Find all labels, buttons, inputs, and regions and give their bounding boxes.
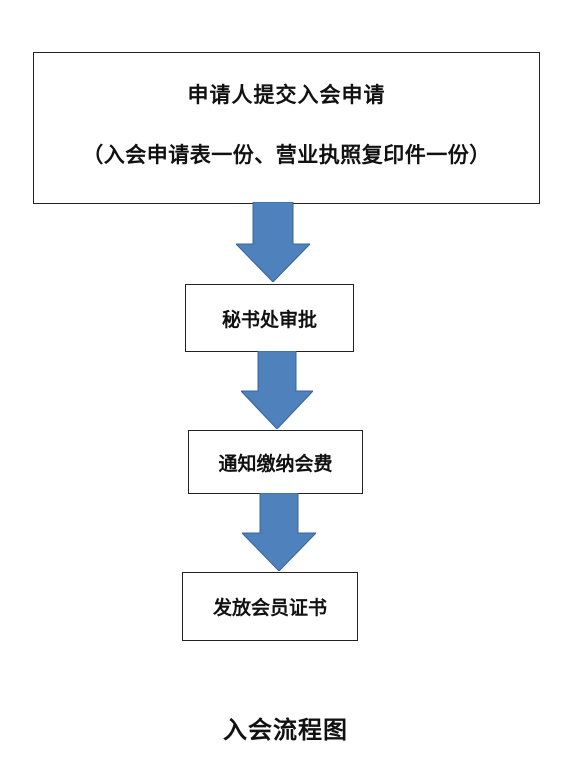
flow-arrow-2 [241, 351, 313, 429]
flow-step-issue-certificate: 发放会员证书 [182, 572, 358, 641]
apply-step-detail: （入会申请表一份、营业执照复印件一份） [82, 143, 491, 167]
chart-caption: 入会流程图 [223, 716, 348, 744]
flow-step-notify-fee: 通知缴纳会费 [188, 430, 363, 494]
cert-step-label: 发放会员证书 [212, 597, 327, 619]
flow-step-secretariat-approval: 秘书处审批 [185, 284, 354, 352]
flow-arrow-1 [236, 202, 310, 282]
apply-step-title: 申请人提交入会申请 [187, 83, 386, 107]
fee-step-label: 通知缴纳会费 [218, 452, 333, 475]
secretariat-step-label: 秘书处审批 [221, 308, 317, 331]
flow-arrow-3 [242, 493, 316, 571]
flow-step-apply: 申请人提交入会申请 （入会申请表一份、营业执照复印件一份） [33, 52, 540, 204]
